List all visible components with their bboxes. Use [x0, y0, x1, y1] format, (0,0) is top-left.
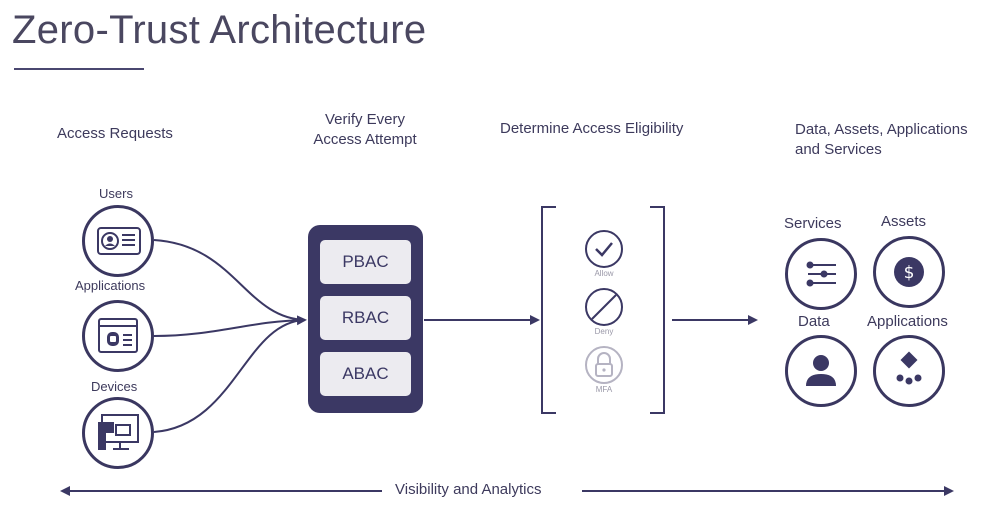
deny-icon: [585, 288, 623, 326]
apps-icon: [896, 351, 922, 385]
svg-text:$: $: [904, 263, 915, 283]
column-heading-determine: Determine Access Eligibility: [500, 120, 684, 137]
requester-devices: [82, 397, 154, 469]
requester-label-applications: Applications: [75, 278, 146, 293]
requester-label-devices: Devices: [91, 379, 138, 394]
resource-label-assets: Assets: [881, 213, 927, 230]
requester-users: [82, 205, 154, 277]
title-underline: [14, 68, 144, 70]
sliders-icon: [806, 261, 836, 287]
visibility-analytics-label: Visibility and Analytics: [385, 481, 552, 498]
connector-users: [153, 239, 306, 321]
resource-data: [785, 335, 857, 407]
check-icon: [585, 230, 623, 268]
requester-label-users: Users: [99, 186, 133, 201]
id-card-icon: [97, 227, 141, 255]
page-title: Zero-Trust Architecture: [12, 8, 427, 52]
connector-devices: [153, 315, 307, 433]
column-heading-access-requests: Access Requests: [57, 125, 173, 142]
bracket-right: [650, 206, 665, 414]
decision-label-deny: Deny: [594, 327, 614, 336]
app-window-icon: [98, 318, 138, 353]
column-heading-verify: Verify Every Access Attempt: [313, 111, 417, 148]
resource-label-data: Data: [798, 313, 830, 330]
resource-applications: [873, 335, 945, 407]
person-icon: [806, 355, 836, 386]
lock-icon: [585, 346, 623, 384]
resource-label-services: Services: [784, 215, 842, 232]
decision-label-allow: Allow: [594, 269, 614, 278]
resource-assets: $: [873, 236, 945, 308]
devices-icon: [98, 414, 139, 450]
policy-pbac: PBAC: [320, 240, 411, 284]
resource-label-applications: Applications: [867, 313, 948, 330]
policy-rbac: RBAC: [320, 296, 411, 340]
dollar-icon: $: [894, 257, 924, 287]
decision-label-mfa: MFA: [595, 385, 613, 394]
connector-applications: [153, 319, 306, 337]
policy-engine: PBAC RBAC ABAC: [308, 225, 423, 413]
column-heading-resources: Data, Assets, Applications and Services: [795, 121, 968, 158]
bracket-left: [541, 206, 556, 414]
requester-applications: [82, 300, 154, 372]
resource-services: [785, 238, 857, 310]
policy-abac: ABAC: [320, 352, 411, 396]
